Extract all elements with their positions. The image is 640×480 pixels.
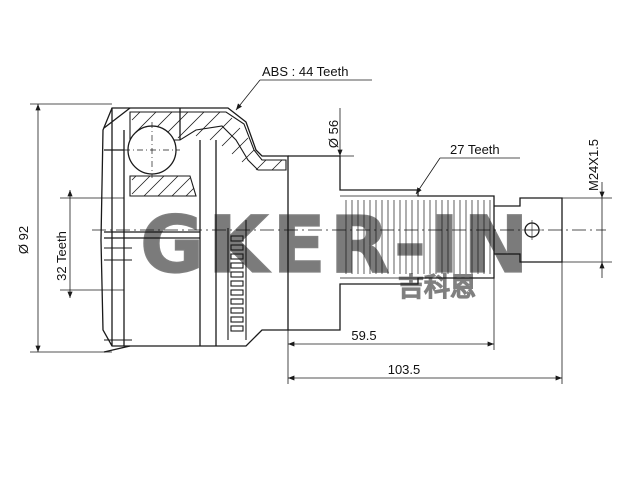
abs-tooth — [230, 307, 244, 314]
abs-tooth — [230, 289, 244, 296]
dim-abs-leader — [235, 79, 372, 111]
section-hatch-lower — [129, 175, 197, 197]
dim-outer-teeth-leader — [415, 157, 520, 195]
abs-tooth — [230, 244, 244, 251]
dim-shaft-diameter — [288, 108, 354, 330]
abs-tooth — [230, 271, 244, 278]
abs-tooth — [230, 298, 244, 305]
abs-tooth — [230, 325, 244, 332]
watermark-latin: GKER-IN — [140, 201, 532, 291]
watermark: GKER-IN 吉科恩 — [139, 200, 532, 303]
bell-grooves — [104, 247, 132, 341]
watermark-cjk: 吉科恩 — [398, 273, 476, 303]
abs-ring — [227, 220, 247, 340]
dim-outer-diameter — [30, 103, 112, 353]
abs-tooth — [230, 253, 244, 260]
dim-inner-teeth — [60, 190, 124, 298]
abs-tooth — [230, 316, 244, 323]
label-inner-teeth: 32 Teeth — [54, 231, 69, 281]
label-outer-teeth: 27 Teeth — [450, 142, 500, 157]
dim-length-spline — [287, 278, 495, 384]
label-thread: M24X1.5 — [586, 139, 601, 191]
label-abs-teeth: ABS : 44 Teeth — [262, 64, 349, 79]
outer-housing — [100, 107, 289, 353]
dim-length-total — [288, 262, 563, 384]
cup-rim — [103, 107, 131, 353]
label-length-total: 103.5 — [388, 362, 421, 377]
abs-tooth — [230, 262, 244, 269]
dim-thread — [562, 182, 612, 278]
spline-teeth — [345, 200, 491, 274]
label-length-spline: 59.5 — [351, 328, 376, 343]
section-hatch-upper — [129, 111, 287, 171]
abs-tooth — [230, 235, 244, 242]
abs-tooth — [230, 280, 244, 287]
bell-outline — [100, 107, 289, 347]
label-shaft-diameter: Ø 56 — [326, 120, 341, 148]
label-outer-diameter: Ø 92 — [16, 226, 31, 254]
spline-shaft — [288, 155, 495, 331]
